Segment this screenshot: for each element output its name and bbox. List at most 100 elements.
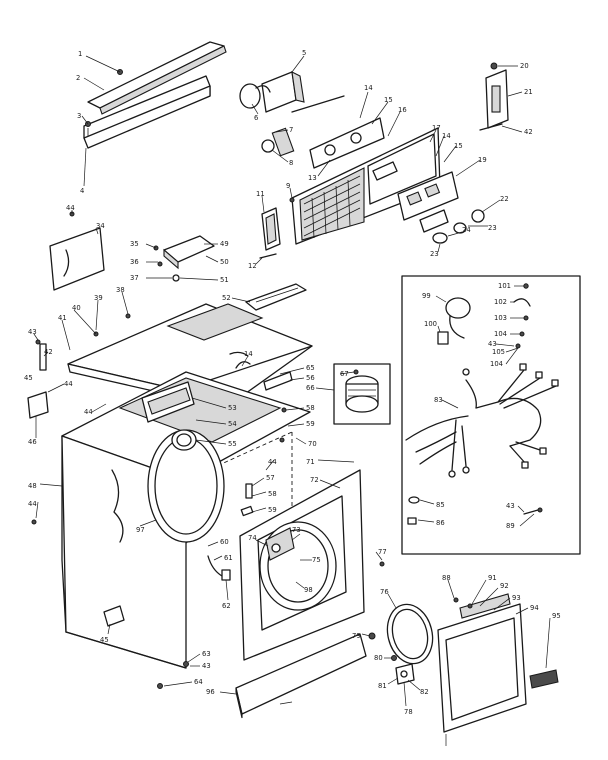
callout: 65	[306, 364, 315, 372]
callout: 105	[492, 348, 505, 356]
callout: 57	[266, 474, 275, 482]
callout: 58	[306, 404, 315, 412]
callout: 99	[422, 292, 431, 300]
callout: 77	[378, 548, 387, 556]
callout: 9	[286, 182, 290, 190]
callout: 2	[76, 74, 80, 82]
callout: 6	[254, 114, 258, 122]
callout: 86	[436, 519, 445, 527]
callout: 14	[244, 350, 253, 358]
screw-icon	[157, 261, 163, 267]
callout: 55	[228, 440, 237, 448]
lint-bracket	[245, 283, 307, 311]
screw-icon	[453, 597, 459, 603]
callout: 7	[289, 126, 293, 134]
callout: 8	[289, 159, 293, 167]
callout: 80	[374, 654, 383, 662]
callout: 79	[352, 632, 361, 640]
callout: 39	[94, 294, 103, 302]
callout: 60	[220, 538, 229, 546]
front-panel	[239, 469, 365, 661]
panel-grille	[303, 175, 361, 239]
callout: 44	[268, 458, 277, 466]
duct-assembly	[141, 381, 197, 451]
callout: 43	[488, 340, 497, 348]
callout: 102	[494, 298, 507, 306]
callout: 15	[384, 96, 393, 104]
misc-parts	[31, 361, 385, 689]
callout: 20	[520, 62, 529, 70]
callout: 12	[248, 262, 257, 270]
callout: 81	[378, 682, 387, 690]
callout: 51	[220, 276, 229, 284]
callout: 37	[130, 274, 139, 282]
callout: 38	[116, 286, 125, 294]
callout: 41	[58, 314, 67, 322]
screw-icon	[31, 519, 37, 525]
latch-parts	[368, 597, 473, 685]
screw-icon	[289, 197, 295, 203]
callout: 63	[202, 650, 211, 658]
callout: 101	[498, 282, 511, 290]
callout: 46	[28, 438, 37, 446]
callout: 43	[28, 328, 37, 336]
callout: 13	[308, 174, 317, 182]
callout: 58	[268, 490, 277, 498]
screw-icon	[157, 683, 163, 689]
callout: 89	[506, 522, 515, 530]
callout: 91	[488, 574, 497, 582]
callout: 66	[306, 384, 315, 392]
callout: 44	[28, 500, 37, 508]
callout: 21	[524, 88, 533, 96]
callout: 44	[84, 408, 93, 416]
leader-lines	[33, 55, 551, 707]
callout: 17	[432, 124, 441, 132]
callout: 48	[28, 482, 37, 490]
callout-labels: 1 2 3 4 5 6 7 8 9 11 12 13 14 15 16 17 1…	[24, 49, 561, 716]
top-rail-assembly	[83, 41, 227, 149]
callout: 92	[500, 582, 509, 590]
callout: 82	[420, 688, 429, 696]
screw-icon	[125, 313, 131, 319]
wiring-harness-box	[401, 275, 581, 555]
callout: 54	[228, 420, 237, 428]
screw-icon	[279, 437, 285, 443]
selector-panel	[397, 171, 485, 244]
callout: 36	[130, 258, 139, 266]
callout: 42	[524, 128, 533, 136]
screw-icon	[35, 339, 41, 345]
callout: 104	[490, 360, 503, 368]
callout: 70	[308, 440, 317, 448]
callout: 5	[302, 49, 306, 57]
callout: 100	[424, 320, 437, 328]
callout: 45	[100, 636, 109, 644]
callout: 44	[64, 380, 73, 388]
callout: 94	[530, 604, 539, 612]
screw-icon	[281, 407, 287, 413]
callout: 1	[78, 50, 82, 58]
callout: 64	[194, 678, 203, 686]
top-clips	[153, 235, 215, 282]
callout: 59	[268, 506, 277, 514]
screw-icon	[391, 655, 397, 661]
callout: 23	[488, 224, 497, 232]
callout: 34	[96, 222, 105, 230]
callout: 61	[224, 554, 233, 562]
callout: 3	[77, 112, 81, 120]
door	[437, 593, 559, 733]
callout: 93	[512, 594, 521, 602]
callout: 4	[80, 187, 84, 195]
door-seal	[386, 603, 434, 665]
callout: 16	[398, 106, 407, 114]
callout: 42	[44, 348, 53, 356]
callout: 14	[364, 84, 373, 92]
control-panel	[291, 117, 441, 245]
callout: 97	[136, 526, 145, 534]
callout: 44	[66, 204, 75, 212]
side-bracket	[259, 197, 295, 259]
callout: 88	[442, 574, 451, 582]
screw-icon	[183, 661, 189, 667]
callout: 52	[222, 294, 231, 302]
callout: 56	[306, 374, 315, 382]
